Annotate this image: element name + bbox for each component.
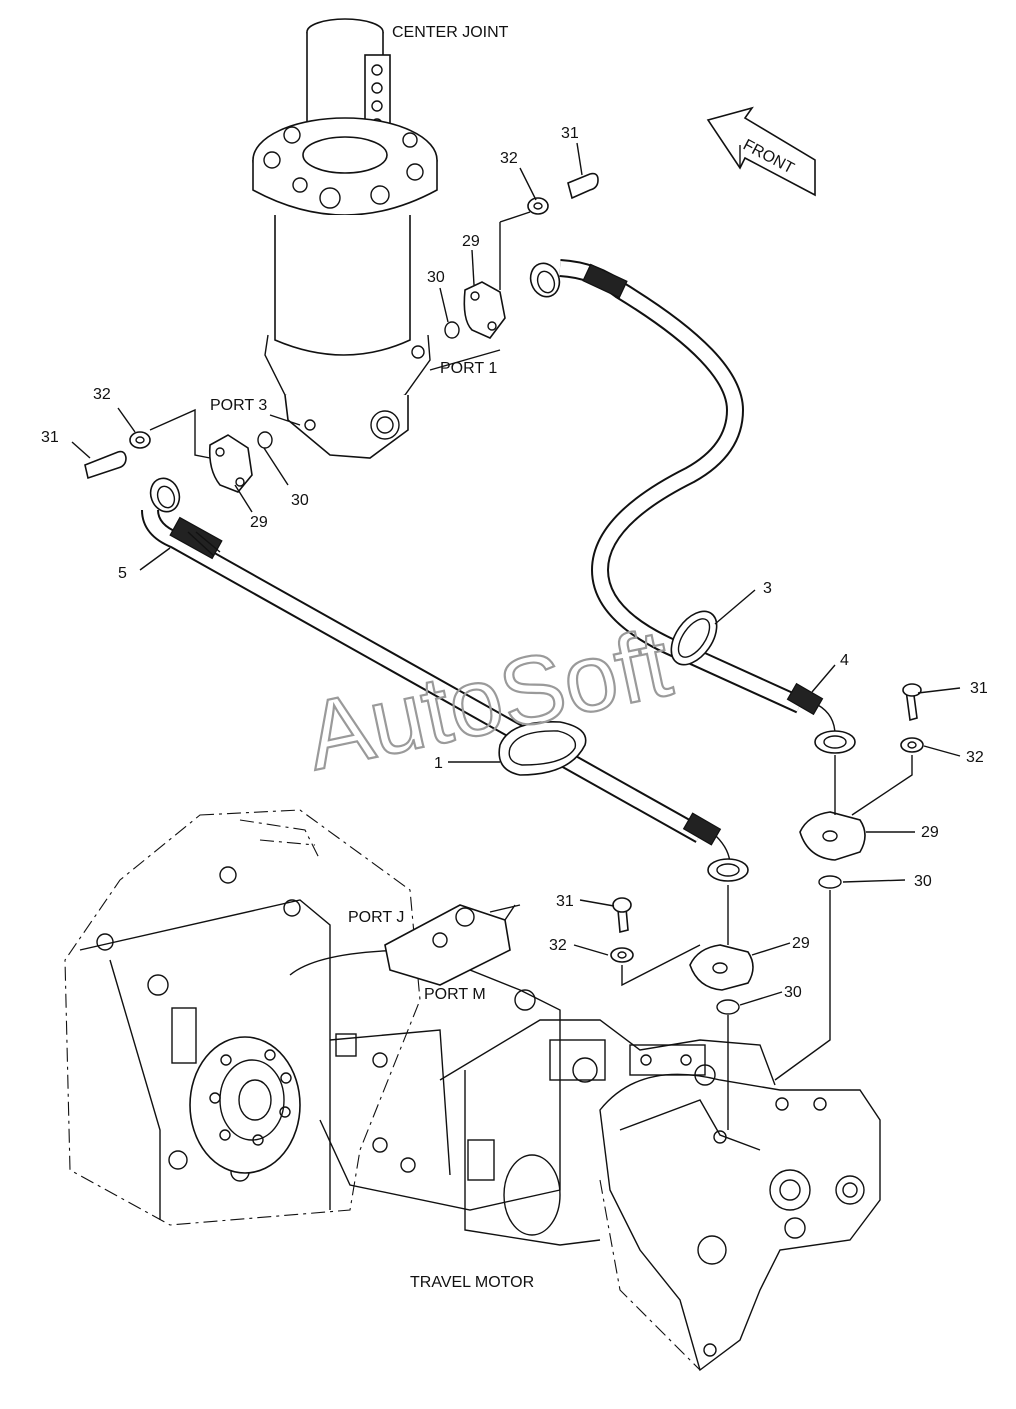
callout-29-left: 29 <box>250 514 268 531</box>
callout-32-left: 32 <box>93 386 111 403</box>
callout-29-right: 29 <box>921 824 939 841</box>
front-arrow: FRONT <box>706 106 816 197</box>
flange-set-right <box>774 683 924 1081</box>
callout-32-mid: 32 <box>549 937 567 954</box>
callout-1: 1 <box>434 755 443 772</box>
callout-30-right: 30 <box>914 873 932 890</box>
port-3-label: PORT 3 <box>210 397 267 414</box>
travel-motor <box>64 809 881 1372</box>
hose-5 <box>141 477 749 882</box>
callout-5: 5 <box>118 565 127 582</box>
hose-4 <box>529 259 856 754</box>
callout-30-left: 30 <box>291 492 309 509</box>
travel-motor-label: TRAVEL MOTOR <box>410 1274 534 1291</box>
callout-31-left: 31 <box>41 429 59 446</box>
flange-set-mid <box>610 885 754 1130</box>
leader-lines <box>71 142 961 1006</box>
callout-30-mid: 30 <box>784 984 802 1001</box>
flange-set-port3 <box>84 408 273 493</box>
center-joint-label: CENTER JOINT <box>392 24 509 41</box>
callout-3: 3 <box>763 580 772 597</box>
port-j-label: PORT J <box>348 909 404 926</box>
port-1-label: PORT 1 <box>440 360 497 377</box>
callout-31-right: 31 <box>970 680 988 697</box>
flange-set-port1 <box>444 172 599 339</box>
callout-31-top: 31 <box>561 125 579 142</box>
callout-32-top: 32 <box>500 150 518 167</box>
callout-32-right: 32 <box>966 749 984 766</box>
callout-31-mid: 31 <box>556 893 574 910</box>
port-m-label: PORT M <box>424 986 486 1003</box>
center-joint <box>252 18 438 459</box>
callout-29-top: 29 <box>462 233 480 250</box>
callout-29-mid: 29 <box>792 935 810 952</box>
callout-30-top: 30 <box>427 269 445 286</box>
callout-4: 4 <box>840 652 849 669</box>
